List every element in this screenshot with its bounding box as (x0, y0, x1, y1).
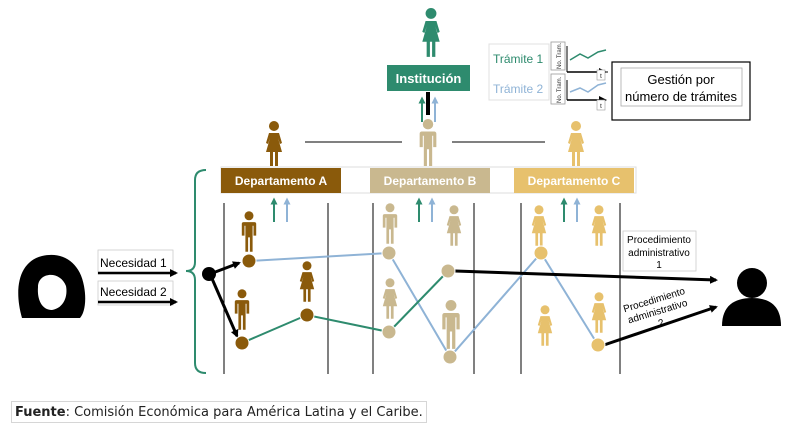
procedure-2-label: Procedimiento administrativo 2 (622, 286, 689, 330)
need-1-label: Necesidad 1 (100, 256, 167, 270)
department-c-tag: Departamento C (514, 168, 634, 193)
node-c-1 (533, 245, 549, 261)
institution-label: Institución (396, 71, 462, 86)
institution-box: Institución (387, 65, 470, 91)
route-arrow-2 (208, 273, 239, 338)
source-caption-text: : Comisión Económica para América Latina… (65, 405, 423, 420)
staff-a-person-icon-1 (241, 211, 257, 252)
source-caption-label: Fuente (15, 405, 66, 420)
institution-person-icon (422, 8, 440, 57)
staff-b-person-icon-3 (382, 278, 398, 319)
tramite2-label: Trámite 2 (493, 82, 544, 96)
procedure-2-number: 2 (657, 317, 666, 329)
node-b-1 (381, 245, 397, 261)
procedure-1-line2: administrativo (628, 248, 690, 259)
tramite2-mini-chart: No. Tram. t (550, 73, 607, 111)
node-a-1 (241, 253, 257, 269)
dept-c-head-person-icon (568, 121, 584, 166)
staff-b-person-icon-1 (382, 203, 398, 244)
flow-nodes (234, 245, 606, 365)
node-a-3 (299, 307, 315, 323)
node-c-2 (590, 337, 606, 353)
tramite1-axis-t: t (600, 74, 602, 80)
tramite1-mini-chart: No. Tram. t (550, 41, 607, 81)
procedure-1-label: Procedimiento administrativo 1 (622, 230, 697, 272)
department-c-label: Departamento C (528, 174, 621, 188)
staff-c-person-icon-4 (591, 292, 607, 333)
dept-a-head-person-icon (266, 121, 282, 166)
output-arrow-procedure-1 (454, 269, 718, 284)
department-a-label: Departamento A (235, 174, 328, 188)
flow-line-procedure-2 (241, 270, 449, 344)
staff-c-person-icon-1 (531, 205, 547, 246)
node-b-4 (442, 349, 458, 365)
staff-a-person-icon-2 (234, 289, 250, 330)
node-b-3 (440, 263, 456, 279)
staff-b-person-icon-2 (446, 205, 462, 246)
tramite2-axis-label: No. Tram. (557, 76, 563, 103)
column-dividers (223, 203, 621, 374)
staff-a-person-icon-3 (299, 261, 315, 302)
procedure-1-line1: Procedimiento (627, 235, 691, 246)
need-1: Necesidad 1 (97, 249, 178, 277)
tramite2-axis-t: t (600, 104, 602, 110)
tramite1-axis-label: No. Tram. (557, 42, 563, 69)
output-arrow-procedure-2 (603, 305, 718, 347)
staff-b-person-icon-4 (442, 300, 460, 349)
gestion-box: Gestión por número de trámites (611, 61, 751, 121)
user-icon (722, 268, 781, 326)
procedure-1-number: 1 (656, 260, 662, 271)
tramite-legend: Trámite 1 Trámite 2 (488, 43, 550, 101)
department-b-label: Departamento B (384, 174, 477, 188)
node-b-2 (381, 324, 397, 340)
dept-b-head-person-icon (419, 119, 437, 166)
gestion-line1: Gestión por (647, 72, 715, 87)
source-caption: Fuente: Comisión Económica para América … (11, 401, 427, 423)
flow-line-procedure-1 (248, 251, 599, 359)
tramite1-label: Trámite 1 (493, 52, 544, 66)
department-a-tag: Departamento A (221, 168, 341, 193)
staff-c-person-icon-3 (537, 305, 553, 346)
need-2-label: Necesidad 2 (100, 285, 167, 299)
citizen-woman-icon (18, 254, 86, 318)
need-2: Necesidad 2 (97, 280, 178, 306)
node-a-2 (234, 335, 250, 351)
department-b-tag: Departamento B (370, 168, 490, 193)
staff-c-person-icon-2 (591, 205, 607, 246)
start-node (202, 267, 216, 281)
departments-bracket (185, 169, 207, 374)
gestion-line2: número de trámites (625, 89, 737, 104)
